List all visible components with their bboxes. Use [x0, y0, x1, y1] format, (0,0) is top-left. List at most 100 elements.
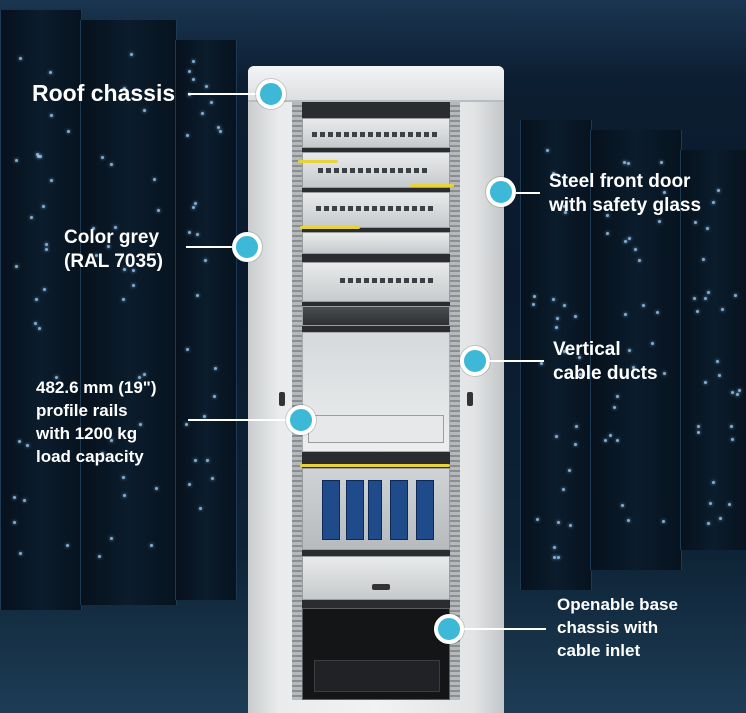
status-led — [577, 356, 581, 360]
status-led — [100, 452, 104, 456]
status-led — [35, 153, 39, 157]
label-base-chassis: Openable base chassis with cable inlet — [557, 593, 678, 662]
status-led — [703, 296, 707, 300]
status-led — [213, 394, 217, 398]
status-led — [38, 154, 42, 158]
status-led — [575, 424, 579, 428]
status-led — [188, 482, 192, 486]
background-rack — [80, 20, 177, 605]
label-color-grey-line2: (RAL 7035) — [64, 251, 163, 272]
industrial-switch — [346, 480, 364, 540]
status-led — [121, 297, 125, 301]
status-led — [659, 161, 663, 165]
status-led — [662, 371, 666, 375]
status-led — [101, 156, 105, 160]
ups-unit — [314, 660, 440, 692]
status-led — [142, 108, 146, 112]
status-led — [567, 468, 571, 472]
status-led — [15, 159, 19, 163]
status-led — [204, 84, 208, 88]
status-led — [203, 414, 207, 418]
status-led — [702, 257, 706, 261]
status-led — [729, 424, 733, 428]
status-led — [706, 290, 710, 294]
status-led — [15, 265, 19, 269]
status-led — [658, 219, 662, 223]
status-led — [553, 556, 557, 559]
status-led — [556, 520, 560, 524]
status-led — [122, 268, 126, 272]
status-led — [49, 178, 53, 182]
yellow-cable — [298, 160, 338, 163]
status-led — [110, 438, 114, 442]
label-front-door: Steel front door with safety glass — [549, 170, 701, 218]
label-base-chassis-line3: cable inlet — [557, 641, 641, 660]
marker-roof-chassis — [256, 79, 286, 109]
status-led — [545, 149, 549, 153]
status-led — [738, 389, 742, 393]
status-led — [531, 303, 535, 307]
status-led — [712, 481, 716, 484]
status-led — [67, 130, 71, 134]
status-led — [185, 423, 189, 427]
status-led — [731, 437, 735, 441]
status-led — [551, 298, 555, 302]
label-base-chassis-line2: chassis with — [557, 618, 659, 637]
status-led — [703, 380, 707, 384]
status-led — [138, 423, 142, 427]
status-led — [719, 517, 723, 521]
label-base-chassis-line1: Openable base — [557, 595, 678, 614]
status-led — [185, 134, 189, 138]
door-lock — [279, 392, 285, 406]
status-led — [187, 230, 191, 234]
leader-line-ducts — [490, 360, 544, 362]
status-led — [736, 392, 739, 396]
marker-cable-ducts — [460, 346, 490, 376]
status-led — [556, 317, 560, 321]
status-led — [730, 391, 734, 395]
roof-chassis — [248, 66, 504, 102]
status-led — [651, 341, 655, 345]
cable-manager — [302, 232, 450, 254]
status-led — [49, 113, 53, 117]
status-led — [92, 227, 96, 231]
status-led — [198, 506, 202, 510]
status-led — [578, 373, 582, 377]
status-led — [106, 244, 110, 248]
status-led — [616, 394, 620, 398]
label-cable-ducts: Vertical cable ducts — [553, 338, 658, 386]
yellow-cable — [410, 184, 454, 187]
label-profile-rails-line1: 482.6 mm (19") — [36, 378, 157, 397]
status-led — [129, 52, 133, 56]
status-led — [206, 458, 210, 462]
status-led — [152, 177, 156, 181]
status-led — [663, 190, 666, 194]
yellow-cable — [300, 464, 450, 467]
status-led — [186, 348, 190, 352]
status-led — [45, 242, 49, 246]
status-led — [696, 425, 700, 429]
blank-panel — [302, 306, 450, 326]
marker-front-door — [486, 177, 516, 207]
marker-base-chassis — [434, 614, 464, 644]
port-row — [316, 206, 434, 211]
status-led — [612, 406, 616, 410]
status-led — [192, 205, 196, 209]
status-led — [122, 86, 126, 90]
status-led — [35, 298, 39, 302]
industrial-switch — [368, 480, 382, 540]
status-led — [213, 366, 217, 370]
label-profile-rails: 482.6 mm (19") profile rails with 1200 k… — [36, 376, 157, 468]
status-led — [204, 259, 208, 263]
status-led — [631, 365, 635, 369]
status-led — [29, 215, 33, 219]
status-led — [717, 374, 721, 378]
status-led — [155, 487, 159, 491]
status-led — [218, 129, 222, 133]
profile-rail-right — [450, 102, 460, 700]
status-led — [22, 498, 26, 502]
status-led — [131, 269, 135, 273]
label-color-grey-line1: Color grey — [64, 227, 160, 248]
label-profile-rails-line4: load capacity — [36, 447, 144, 466]
